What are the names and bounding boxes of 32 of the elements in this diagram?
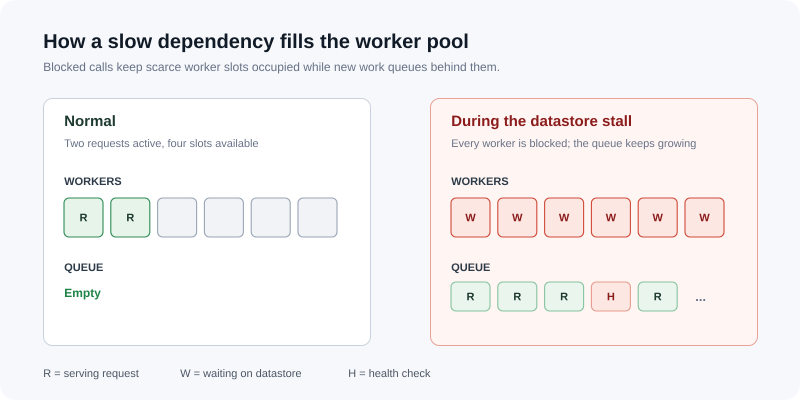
- status-text: Empty: [65, 288, 101, 300]
- panel-subtitle: Every worker is blocked; the queue keeps growing: [452, 139, 696, 150]
- panel-title: During the datastore stall: [452, 115, 631, 130]
- empty-slot: [297, 197, 338, 238]
- worker-slot: W: [544, 197, 584, 238]
- worker-slot: W: [497, 197, 538, 238]
- worker-slot: R: [63, 197, 104, 238]
- worker-slot: W: [450, 197, 491, 238]
- section-label: QUEUE: [64, 263, 103, 274]
- empty-slot: [204, 197, 244, 238]
- queue-item: R: [497, 281, 538, 312]
- ellipsis: ...: [696, 299, 706, 301]
- key-text: H = health check: [349, 369, 430, 378]
- worker-slot: R: [110, 197, 150, 238]
- key-text: R = serving request: [44, 369, 139, 380]
- queue-item: R: [544, 281, 584, 312]
- worker-slot: W: [684, 197, 725, 238]
- key-text: W = waiting on datastore: [180, 369, 302, 380]
- section-label: WORKERS: [451, 177, 508, 186]
- section-label: WORKERS: [64, 177, 122, 186]
- worker-slot: W: [638, 197, 678, 238]
- subtitle: Blocked calls keep scarce worker slots occupied while new work queues behind them.: [44, 62, 499, 74]
- worker-slot: W: [590, 197, 631, 238]
- empty-slot: [157, 197, 198, 238]
- title: How a slow dependency fills the worker pool: [44, 34, 468, 52]
- queue-item: H: [590, 281, 631, 312]
- empty-slot: [250, 197, 291, 238]
- panel-subtitle: Two requests active, four slots available: [64, 139, 258, 150]
- panel-title: Normal: [65, 115, 115, 126]
- section-label: QUEUE: [452, 263, 490, 274]
- queue-item: R: [450, 281, 491, 312]
- queue-item: R: [638, 281, 678, 312]
